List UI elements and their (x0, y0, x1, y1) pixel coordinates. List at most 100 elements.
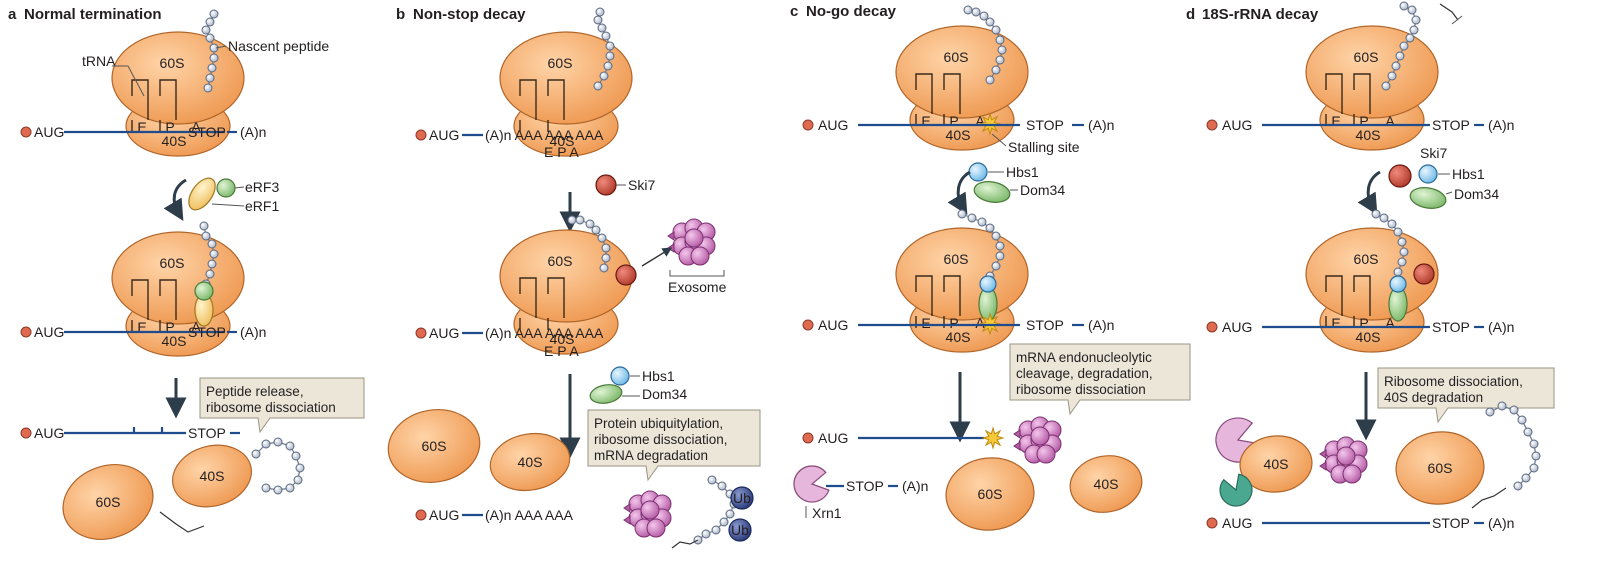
peptide-bead (199, 221, 209, 231)
arrow-c1 (947, 170, 971, 216)
exosome-teeth (667, 231, 675, 253)
peptide-bead (295, 463, 305, 473)
peptide-bead (1411, 15, 1421, 25)
site-labels-b2: E P A (544, 343, 579, 359)
peptide-bead (205, 73, 215, 83)
callout-line: Peptide release, (206, 384, 304, 399)
xrn1-protein (793, 465, 830, 503)
peptide-bead (261, 439, 271, 449)
peptide-bead (1393, 267, 1403, 277)
peptide-bead (963, 5, 973, 15)
aug-label-b2: AUG (429, 325, 459, 341)
callout-d: Ribosome dissociation,40S degradation (1377, 367, 1555, 424)
peptide-bead (1405, 33, 1415, 43)
polya-label: (A)n (240, 124, 266, 140)
peptide-bead (991, 261, 1001, 271)
site-p-label: P (949, 315, 958, 331)
peptide-bead (205, 33, 215, 43)
site-p-label: P (165, 319, 174, 335)
cleavage-star (981, 426, 1005, 450)
peptide-stub-d1 (1439, 3, 1459, 21)
peptide-bead (585, 219, 595, 229)
trna-lead (112, 65, 145, 97)
peptide-bead (595, 7, 605, 17)
site-a-label: A (1385, 113, 1395, 129)
peptide-bead (601, 253, 611, 263)
mrna-cap (415, 509, 427, 521)
polya-label-c3: (A)n (902, 478, 928, 494)
panel-a-title-text: Normal termination (24, 6, 162, 23)
stop-label-3: STOP (188, 425, 226, 441)
ub-tag-1 (730, 486, 754, 510)
trna-bracket (131, 279, 149, 332)
aug-label-b: AUG (429, 127, 459, 143)
free-60s-d (1395, 431, 1485, 505)
ribosome-60s-label: 60S (1354, 49, 1379, 65)
callout-b: Protein ubiquitylation,ribosome dissocia… (587, 409, 761, 482)
peptide-bead (1399, 247, 1409, 257)
exosome-recruit-arrow (641, 247, 673, 267)
free-60s-label-b: 60S (422, 438, 447, 454)
peptide-bead (273, 485, 283, 495)
hbs1-bound-d (1389, 275, 1407, 293)
ribosome-60s-label: 60S (548, 253, 573, 269)
ribosome-40s-label: 40S (1356, 329, 1381, 345)
erf3-protein (216, 178, 236, 198)
free-40s-d (1239, 435, 1313, 493)
peptide-bead (1397, 237, 1407, 247)
degrading-enzyme-bottom (1219, 473, 1253, 507)
peptide-bead (1387, 71, 1397, 81)
peptide-bead (203, 83, 213, 93)
site-labels-b: E P A (544, 144, 579, 160)
peptide-bead (575, 215, 585, 225)
peptide-bead (1399, 41, 1409, 51)
ribosome-60s (111, 31, 245, 125)
free-60s-label-d: 60S (1428, 460, 1453, 476)
peptide-bead (725, 509, 735, 519)
panel-d-title: d 18S-rRNA decay (1186, 6, 1319, 23)
peptide-bead (205, 17, 215, 27)
dom34-label-d: Dom34 (1454, 186, 1499, 202)
aug-label-d: AUG (1222, 117, 1252, 133)
peptide-bead (593, 81, 603, 91)
peptide-bead (701, 529, 711, 539)
exosome-subunit (1036, 444, 1056, 464)
peptide-bead (599, 263, 609, 273)
exosome-subunit (640, 500, 660, 520)
peptide-bead (1371, 209, 1381, 219)
exosome-teeth (1319, 449, 1327, 471)
free-40s-c (1069, 455, 1143, 513)
peptide-bead (997, 45, 1007, 55)
hbs1-label-d: Hbs1 (1452, 166, 1485, 182)
peptide-bead (1529, 463, 1539, 473)
panel-d-letter: d (1186, 6, 1195, 23)
peptide-bead (293, 475, 303, 485)
mrna-cap (415, 129, 427, 141)
erf1-protein (188, 177, 216, 211)
peptide-bead (1391, 61, 1401, 71)
callout-box (199, 377, 365, 434)
polya-label-d3: (A)n (1488, 515, 1514, 531)
trna-bracket (519, 79, 537, 132)
panel-a-letter: a (8, 6, 17, 23)
site-a-label: A (975, 113, 985, 129)
stop-label-d3: STOP (1432, 515, 1470, 531)
peptide-bead (603, 61, 613, 71)
polya-label-c: (A)n (1088, 117, 1114, 133)
peptide-bead (201, 25, 211, 35)
stop-label-c3: STOP (846, 478, 884, 494)
hbs1-label: Hbs1 (642, 368, 675, 384)
aug-label-d2: AUG (1222, 319, 1252, 335)
exosome-subunit (1030, 426, 1050, 446)
free-60s-b (387, 409, 481, 483)
erf3-bound (194, 281, 214, 301)
ribosome-60s-label: 60S (160, 55, 185, 71)
nascent-peptide-b2 (567, 215, 611, 273)
ribosome-60s (895, 25, 1029, 119)
panel-c-title-text: No-go decay (806, 3, 897, 20)
aug-label-c3: AUG (818, 430, 848, 446)
stop-label: STOP (188, 124, 226, 140)
trna-bracket (159, 79, 177, 132)
panel-b-letter: b (396, 6, 405, 23)
